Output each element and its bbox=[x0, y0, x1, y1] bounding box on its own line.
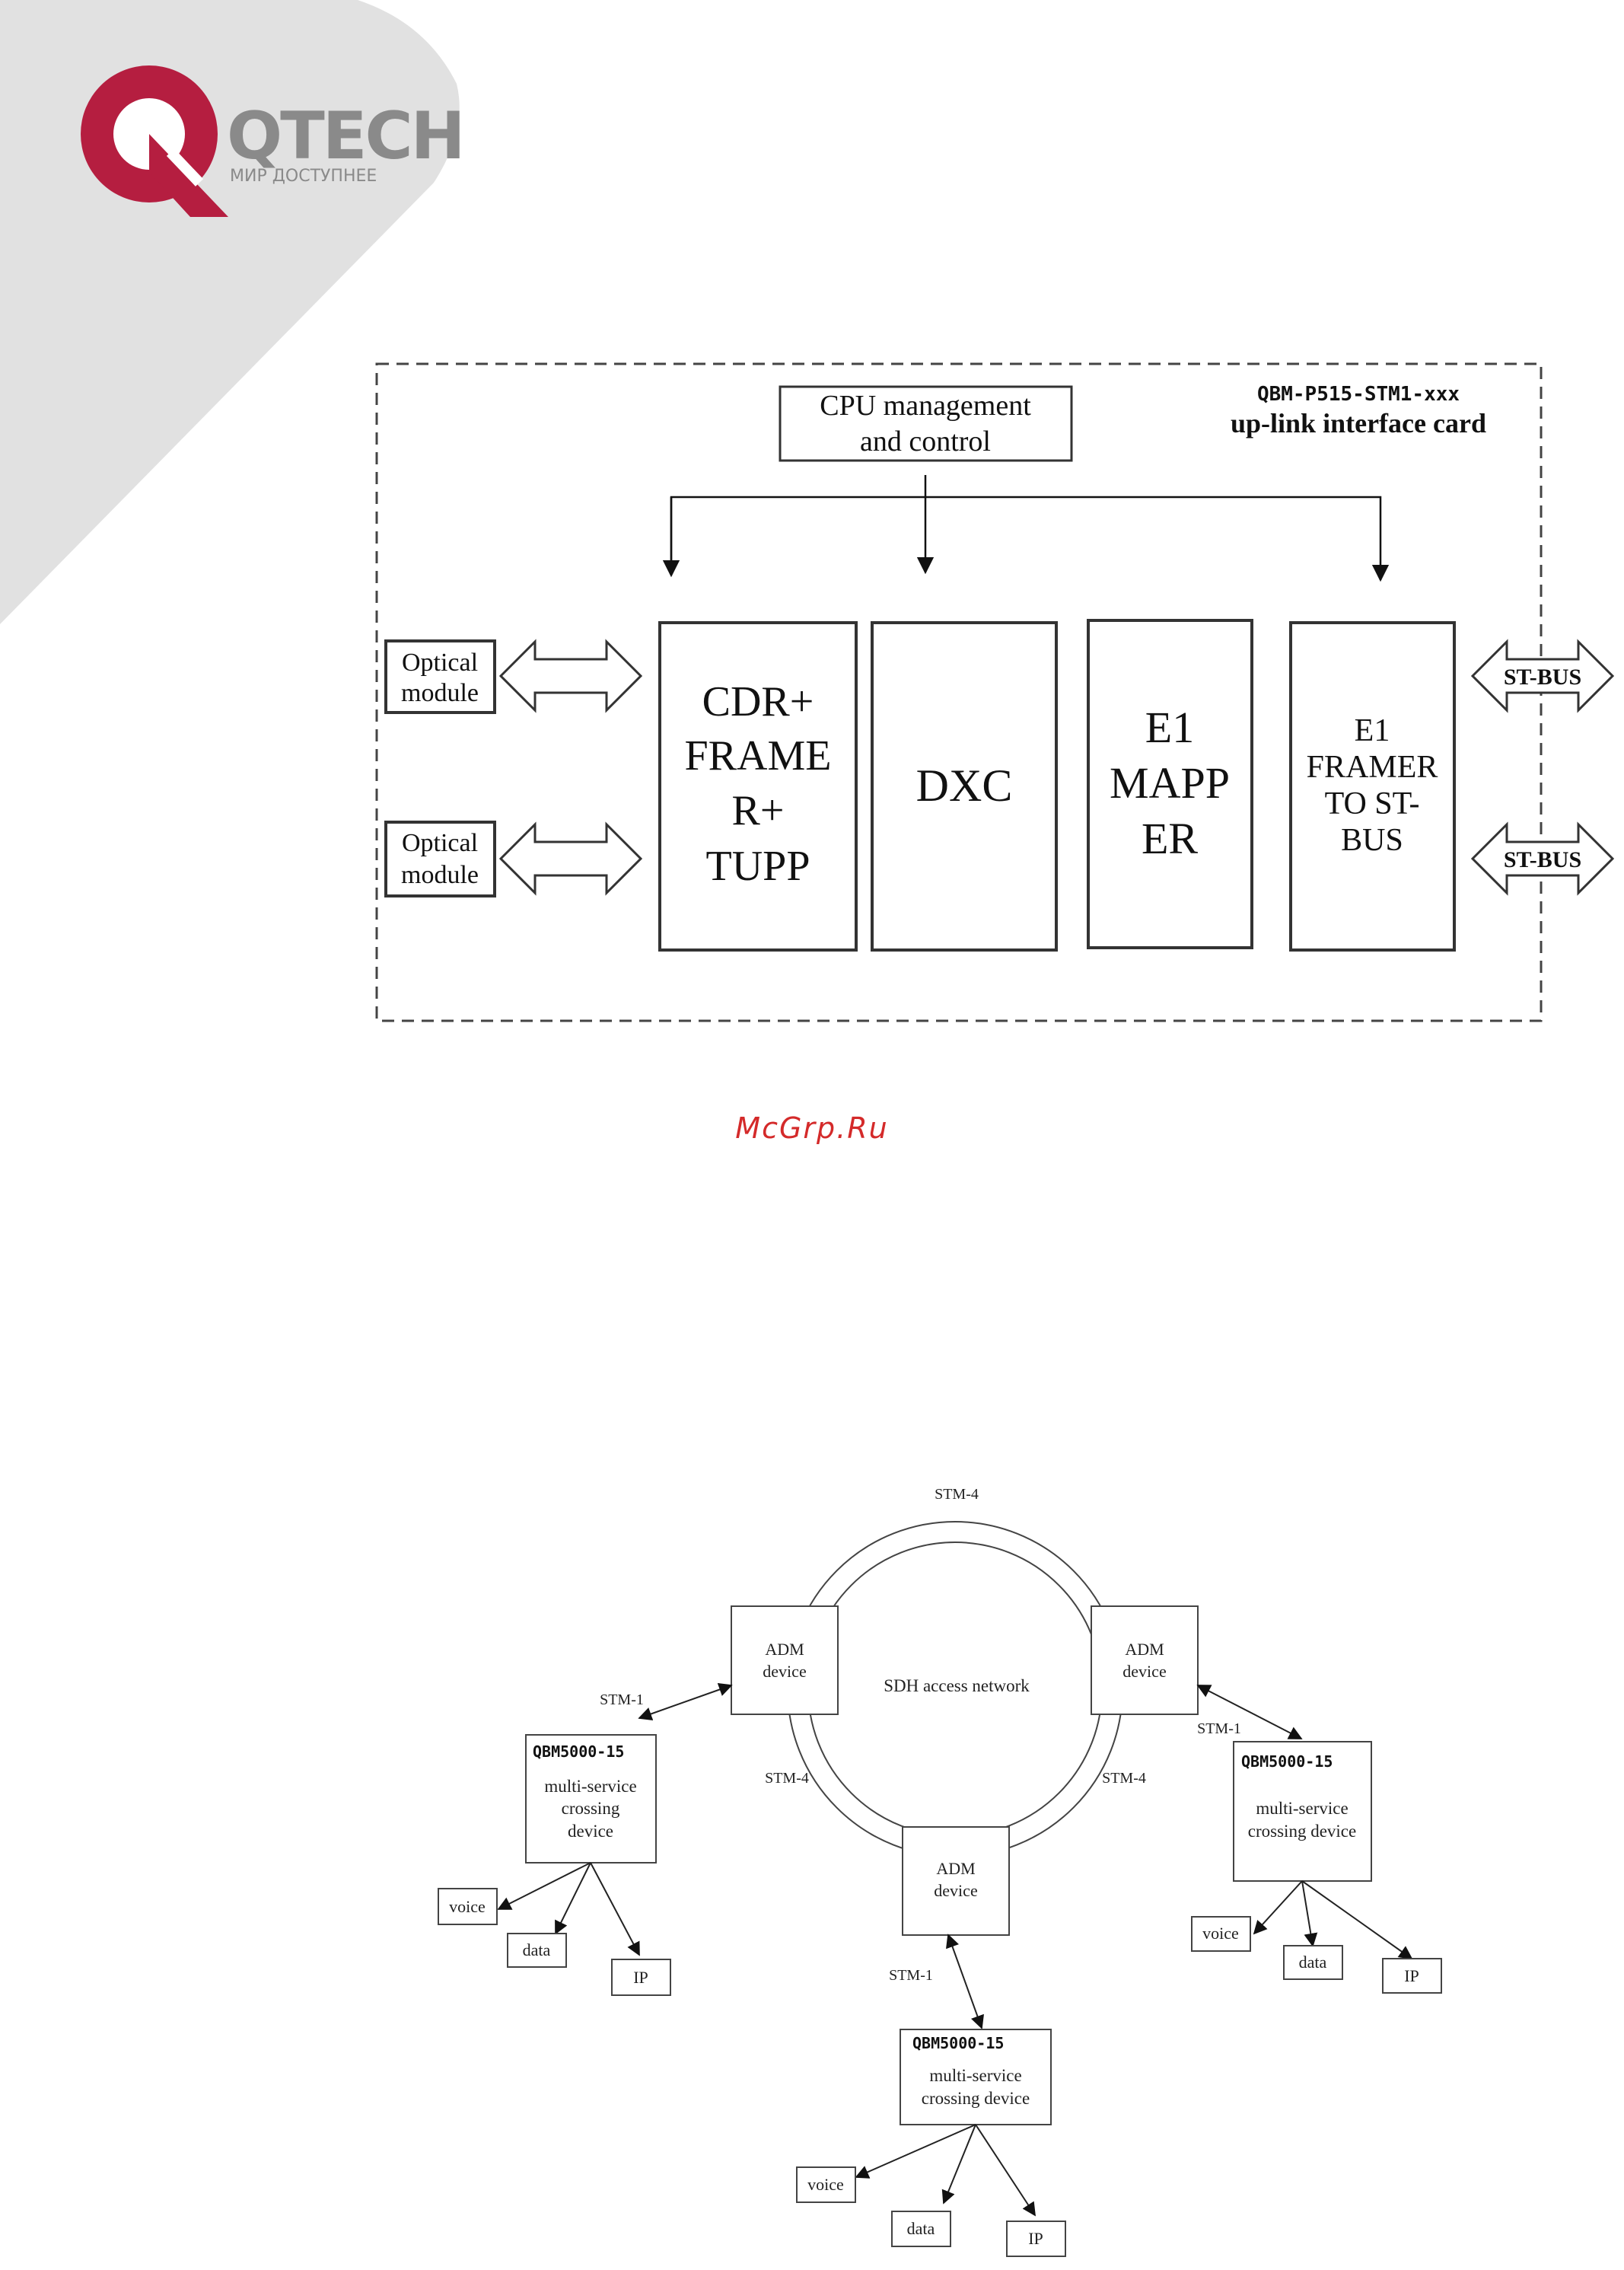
optical-link-arrow-2 bbox=[498, 821, 643, 896]
uplink-bottom-label: STM-1 bbox=[889, 1967, 933, 1984]
watermark: McGrp.Ru bbox=[735, 1111, 889, 1145]
block-mapper-line2: MAPP bbox=[1110, 758, 1230, 808]
logo-tagline: МИР ДОСТУПНЕЕ bbox=[230, 167, 377, 186]
block-e1-mapper bbox=[1087, 619, 1253, 949]
block-cdr-line1: CDR+ bbox=[702, 678, 814, 725]
stbus-label-1: ST-BUS bbox=[1504, 665, 1581, 690]
qbm-right-leaf-data-label: data bbox=[1299, 1953, 1327, 1972]
card-model-label: QBM-P515-STM1-xxx bbox=[1257, 383, 1460, 406]
uplink-card-diagram: QBM-P515-STM1-xxx up-link interface card… bbox=[375, 362, 1615, 1022]
block-dxc-label: DXC bbox=[916, 760, 1013, 811]
optical-module-1 bbox=[384, 639, 496, 714]
optical-module-2-line1: Optical bbox=[402, 829, 478, 857]
cpu-label-line2: and control bbox=[860, 426, 991, 458]
card-title-label: up-link interface card bbox=[1231, 408, 1486, 438]
block-framer-line1: E1 bbox=[1355, 713, 1390, 748]
qbm-bottom-leaf-data bbox=[891, 2211, 951, 2247]
qbm-bottom-leaf-ip-label: IP bbox=[1028, 2229, 1043, 2248]
block-framer-line4: BUS bbox=[1341, 823, 1403, 858]
block-cdr-line3: R+ bbox=[732, 787, 785, 834]
sdh-network-diagram: SDH access network STM-4 STM-4 STM-4 ADM… bbox=[438, 1486, 1442, 2257]
ring-label: SDH access network bbox=[884, 1676, 1030, 1695]
qbm-right-line1: multi-service bbox=[1256, 1799, 1348, 1818]
block-e1-framer-stbus bbox=[1289, 621, 1456, 952]
qbm-left-leaf-data bbox=[507, 1933, 567, 1968]
adm-left-line1: ADM bbox=[765, 1640, 804, 1659]
adm-right-line1: ADM bbox=[1125, 1640, 1164, 1659]
qbm-bottom-line1: multi-service bbox=[929, 2066, 1021, 2085]
block-cdr-framer-tupp bbox=[658, 621, 858, 952]
qbm-left-line1: multi-service bbox=[544, 1777, 636, 1796]
block-framer-line3: TO ST- bbox=[1325, 786, 1420, 821]
ring-link-left-label: STM-4 bbox=[765, 1770, 809, 1787]
qbm-bottom-leaf-data-label: data bbox=[907, 2219, 935, 2238]
qbm-right-leaf-data bbox=[1283, 1945, 1343, 1980]
logo-wordmark: QTECH bbox=[227, 98, 463, 174]
stbus-arrow-2 bbox=[1470, 821, 1615, 896]
block-dxc bbox=[871, 621, 1058, 952]
qbm-bottom-model: QBM5000-15 bbox=[912, 2034, 1004, 2052]
uplink-left bbox=[638, 1682, 733, 1721]
block-cdr-line2: FRAME bbox=[685, 732, 832, 780]
uplink-bottom bbox=[946, 1934, 984, 2029]
ring-link-right-label: STM-4 bbox=[1102, 1770, 1146, 1787]
uplink-right-label: STM-1 bbox=[1197, 1720, 1241, 1737]
qbm-right-leaf-ip bbox=[1382, 1958, 1442, 1994]
cpu-label-line1: CPU management bbox=[820, 390, 1031, 422]
adm-bottom-line1: ADM bbox=[936, 1859, 975, 1878]
optical-module-1-line1: Optical bbox=[402, 649, 478, 677]
adm-right-line2: device bbox=[1122, 1662, 1166, 1681]
qbm-left-model: QBM5000-15 bbox=[533, 1742, 624, 1761]
block-mapper-line3: ER bbox=[1142, 814, 1198, 863]
corner-background bbox=[0, 0, 460, 624]
qbm-left-leaf-data-label: data bbox=[523, 1940, 551, 1959]
qtech-logo: QTECH МИР ДОСТУПНЕЕ bbox=[81, 65, 466, 217]
optical-module-2-line2: module bbox=[401, 861, 479, 889]
qbm-device-bottom bbox=[900, 2029, 1052, 2125]
qbm-left-line2: crossing bbox=[562, 1799, 620, 1818]
stbus-arrow-1 bbox=[1470, 639, 1615, 713]
cpu-control-bus bbox=[662, 475, 1390, 582]
adm-node-right bbox=[1091, 1605, 1199, 1715]
qbm-bottom-leaf-ip bbox=[1006, 2221, 1066, 2257]
qbm-bottom-leaf-voice bbox=[796, 2166, 856, 2203]
qbm-right-line2: crossing device bbox=[1248, 1822, 1356, 1841]
qbm-left-leaf-ip-label: IP bbox=[633, 1968, 648, 1987]
adm-left-line2: device bbox=[763, 1662, 806, 1681]
qbm-left-leaf-voice-label: voice bbox=[449, 1897, 486, 1916]
adm-bottom-line2: device bbox=[934, 1881, 977, 1900]
qbm-right-model: QBM5000-15 bbox=[1241, 1752, 1333, 1771]
block-framer-line2: FRAMER bbox=[1307, 750, 1438, 785]
optical-link-arrow-1 bbox=[498, 639, 643, 713]
adm-node-left bbox=[731, 1605, 839, 1715]
optical-module-1-line2: module bbox=[401, 679, 479, 707]
stbus-label-2: ST-BUS bbox=[1504, 847, 1581, 872]
qbm-device-right bbox=[1233, 1741, 1372, 1882]
qbm-right-leaf-ip-label: IP bbox=[1404, 1966, 1419, 1985]
optical-module-2 bbox=[384, 821, 496, 897]
ring-link-top-label: STM-4 bbox=[935, 1486, 979, 1503]
qbm-left-leaf-voice bbox=[438, 1888, 498, 1925]
block-mapper-line1: E1 bbox=[1145, 703, 1194, 752]
qbm-device-left bbox=[525, 1734, 657, 1864]
qbm-bottom-line2: crossing device bbox=[922, 2089, 1030, 2108]
qbm-right-leaf-voice-label: voice bbox=[1202, 1924, 1239, 1943]
uplink-right bbox=[1196, 1685, 1303, 1739]
qbm-left-leaf-ip bbox=[611, 1959, 671, 1996]
qbm-bottom-leaf-voice-label: voice bbox=[807, 2175, 844, 2194]
block-cdr-line4: TUPP bbox=[706, 843, 810, 890]
qbm-right-leaf-voice bbox=[1191, 1916, 1251, 1952]
cpu-box bbox=[779, 385, 1073, 462]
uplink-left-label: STM-1 bbox=[600, 1691, 644, 1708]
qbm-left-line3: device bbox=[568, 1822, 613, 1841]
